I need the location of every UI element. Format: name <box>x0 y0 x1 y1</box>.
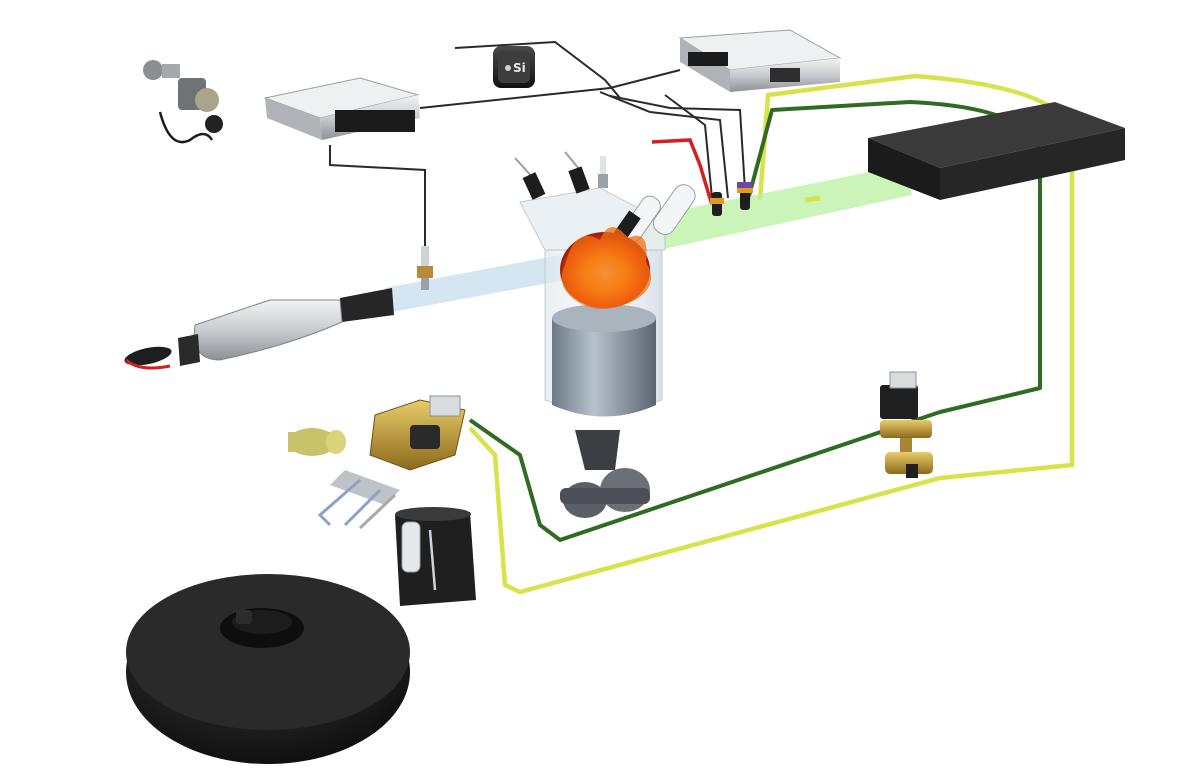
intake-valve <box>652 184 696 235</box>
spark-plug-left <box>514 157 546 200</box>
intake-butterfly <box>804 195 821 203</box>
spark-plug-center <box>598 156 608 188</box>
lambda-sensor-icon <box>417 246 433 290</box>
multivalve-icon <box>288 395 466 530</box>
petrol-ecu-icon <box>263 77 420 140</box>
fuel-switch-label: Si <box>513 61 526 75</box>
exhaust-pipe <box>385 255 565 312</box>
toroidal-tank-icon <box>126 574 410 764</box>
red-signal-wire <box>651 138 714 206</box>
intake-manifold <box>640 165 912 252</box>
fuel-pump-icon <box>395 507 476 606</box>
pressure-sensor-icon <box>143 60 223 144</box>
flame-icon <box>560 226 652 309</box>
spark-plug-right <box>564 151 590 194</box>
reducer-vaporizer-icon <box>868 102 1125 200</box>
gas-ecu-icon <box>678 29 842 92</box>
fuel-switch-icon[interactable]: Si <box>493 46 535 88</box>
catalytic-converter-icon <box>124 288 394 370</box>
solenoid-valve-icon <box>880 371 933 478</box>
injector-icon <box>710 182 753 216</box>
wiring-harness <box>329 40 746 248</box>
crankshaft-icon <box>560 430 650 518</box>
